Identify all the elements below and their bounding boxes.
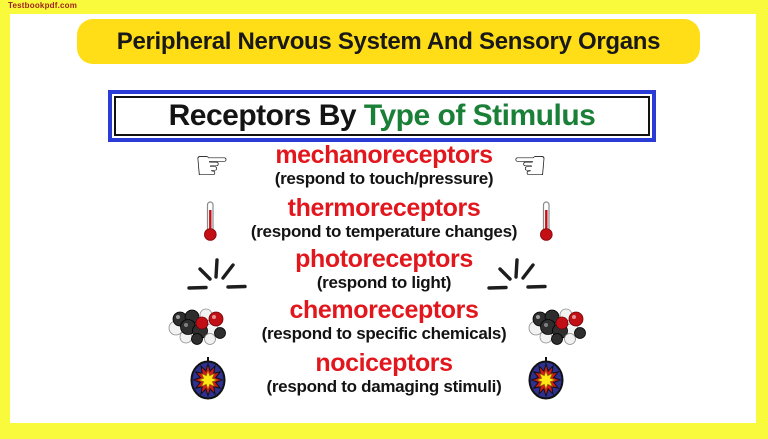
content-panel — [10, 14, 756, 423]
pain-burst-icon — [527, 356, 565, 404]
receptor-name: thermoreceptors — [287, 194, 481, 222]
thermometer-icon — [203, 201, 218, 245]
heading-black-text: Receptors By — [168, 99, 357, 132]
receptor-name: chemoreceptors — [289, 296, 479, 324]
watermark: Testbookpdf.com — [8, 1, 78, 10]
receptor-description: (respond to touch/pressure) — [274, 169, 494, 189]
heading-green-text: Type of Stimulus — [363, 99, 596, 132]
light-rays-icon — [186, 252, 248, 296]
page-title: Peripheral Nervous System And Sensory Or… — [116, 27, 661, 55]
receptor-row-nociceptors: nociceptors (respond to damaging stimuli… — [0, 350, 768, 397]
receptor-row-thermoreceptors: thermoreceptors (respond to temperature … — [0, 195, 768, 242]
light-rays-icon — [486, 252, 548, 296]
section-heading-box: Receptors By Type of Stimulus — [108, 90, 656, 142]
title-banner: Peripheral Nervous System And Sensory Or… — [77, 19, 700, 64]
section-heading: Receptors By Type of Stimulus — [114, 96, 650, 136]
molecule-icon — [164, 306, 230, 350]
receptor-row-chemoreceptors: chemoreceptors (respond to specific chem… — [0, 297, 768, 344]
molecule-icon — [524, 306, 590, 350]
pointing-hand-left-icon: ☜ — [512, 143, 548, 189]
receptor-description: (respond to specific chemicals) — [261, 324, 507, 344]
pain-burst-icon — [189, 356, 227, 404]
receptor-row-photoreceptors: photoreceptors (respond to light) — [0, 246, 768, 293]
pointing-hand-right-icon: ☞ — [194, 143, 230, 189]
thermometer-icon — [539, 201, 554, 245]
receptor-description: (respond to temperature changes) — [250, 222, 518, 242]
receptor-row-mechanoreceptors: mechanoreceptors (respond to touch/press… — [0, 142, 768, 189]
receptor-name: mechanoreceptors — [275, 141, 493, 169]
receptor-name: nociceptors — [315, 349, 453, 377]
receptor-description: (respond to light) — [316, 273, 452, 293]
receptor-description: (respond to damaging stimuli) — [266, 377, 502, 397]
receptor-name: photoreceptors — [295, 245, 473, 273]
